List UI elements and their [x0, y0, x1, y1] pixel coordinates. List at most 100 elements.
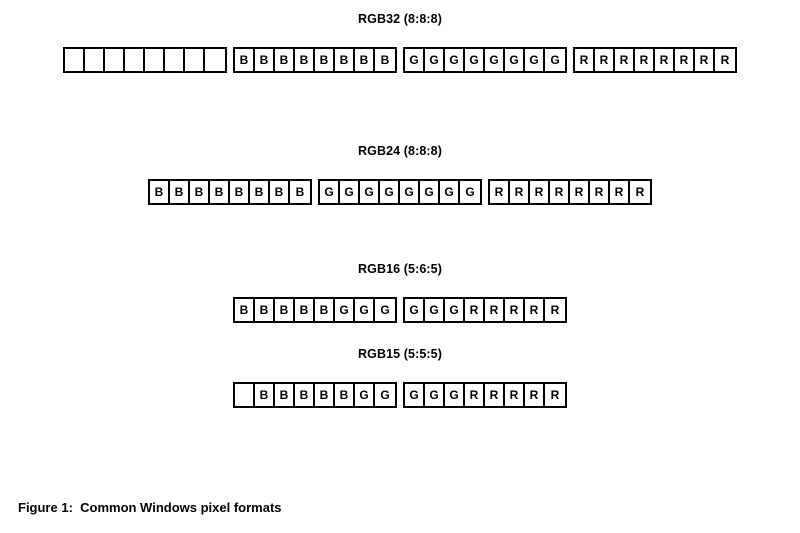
- bit-cell-g: G: [425, 299, 445, 321]
- bit-cell-r: R: [465, 384, 485, 406]
- format-title-rgb15: RGB15 (5:5:5): [358, 347, 442, 361]
- bit-cell-r: R: [485, 299, 505, 321]
- bit-cell-g: G: [420, 181, 440, 203]
- bit-cell-r: R: [510, 181, 530, 203]
- bit-cell-r: R: [655, 49, 675, 71]
- bit-cell-b: B: [295, 49, 315, 71]
- bit-cell-g: G: [360, 181, 380, 203]
- bit-cell-empty: [65, 49, 85, 71]
- bit-cell-r: R: [490, 181, 510, 203]
- bit-cell-b: B: [230, 181, 250, 203]
- bit-cell-b: B: [255, 49, 275, 71]
- bit-cell-g: G: [405, 384, 425, 406]
- bit-cell-g: G: [380, 181, 400, 203]
- bit-cell-g: G: [405, 49, 425, 71]
- bit-cell-g: G: [355, 299, 375, 321]
- bit-cell-g: G: [320, 181, 340, 203]
- bit-cell-r: R: [695, 49, 715, 71]
- bit-cell-g: G: [425, 384, 445, 406]
- bit-cell-empty: [165, 49, 185, 71]
- bit-cell-b: B: [235, 49, 255, 71]
- bit-cell-g: G: [545, 49, 565, 71]
- bit-cell-empty: [235, 384, 255, 406]
- bit-cell-g: G: [485, 49, 505, 71]
- bit-cell-b: B: [275, 299, 295, 321]
- bit-cell-b: B: [255, 299, 275, 321]
- bit-cell-r: R: [505, 299, 525, 321]
- bit-cell-g: G: [340, 181, 360, 203]
- bit-cell-r: R: [615, 49, 635, 71]
- bit-cell-b: B: [235, 299, 255, 321]
- bit-cell-b: B: [315, 299, 335, 321]
- bit-cell-r: R: [485, 384, 505, 406]
- bit-cell-g: G: [375, 384, 395, 406]
- format-title-rgb24: RGB24 (8:8:8): [358, 144, 442, 158]
- bit-cell-g: G: [400, 181, 420, 203]
- bit-cell-g: G: [460, 181, 480, 203]
- bit-cell-r: R: [525, 299, 545, 321]
- bit-cell-r: R: [715, 49, 735, 71]
- bit-cell-r: R: [575, 49, 595, 71]
- bit-cell-b: B: [335, 49, 355, 71]
- bit-cell-r: R: [675, 49, 695, 71]
- bit-cell-g: G: [355, 384, 375, 406]
- bit-cell-empty: [185, 49, 205, 71]
- bit-cell-empty: [105, 49, 125, 71]
- bit-cell-g: G: [505, 49, 525, 71]
- bit-cell-r: R: [505, 384, 525, 406]
- bit-cell-b: B: [255, 384, 275, 406]
- figure-caption: Figure 1: Common Windows pixel formats: [18, 500, 282, 515]
- bit-cell-r: R: [595, 49, 615, 71]
- bit-cell-g: G: [335, 299, 355, 321]
- bit-cell-g: G: [465, 49, 485, 71]
- bit-cell-r: R: [530, 181, 550, 203]
- bit-cell-g: G: [375, 299, 395, 321]
- bit-cell-g: G: [445, 384, 465, 406]
- bit-cell-g: G: [525, 49, 545, 71]
- bit-cell-b: B: [315, 384, 335, 406]
- bit-cell-empty: [205, 49, 225, 71]
- bit-cell-r: R: [635, 49, 655, 71]
- bit-cell-g: G: [405, 299, 425, 321]
- bit-cell-r: R: [630, 181, 650, 203]
- bit-cell-b: B: [290, 181, 310, 203]
- bit-cell-r: R: [610, 181, 630, 203]
- bit-cell-r: R: [465, 299, 485, 321]
- bit-cell-b: B: [170, 181, 190, 203]
- bit-cell-b: B: [210, 181, 230, 203]
- bit-cell-r: R: [550, 181, 570, 203]
- bit-cell-b: B: [150, 181, 170, 203]
- bit-cell-b: B: [250, 181, 270, 203]
- bit-cell-b: B: [190, 181, 210, 203]
- bit-cell-b: B: [315, 49, 335, 71]
- bit-cell-b: B: [275, 384, 295, 406]
- bit-cell-b: B: [295, 384, 315, 406]
- bit-cell-b: B: [270, 181, 290, 203]
- bit-cell-empty: [145, 49, 165, 71]
- bit-cell-r: R: [590, 181, 610, 203]
- bit-cell-b: B: [355, 49, 375, 71]
- bit-cell-r: R: [545, 384, 565, 406]
- bit-cell-b: B: [295, 299, 315, 321]
- bit-cell-g: G: [445, 49, 465, 71]
- bit-cell-b: B: [275, 49, 295, 71]
- bit-cell-g: G: [445, 299, 465, 321]
- format-title-rgb16: RGB16 (5:6:5): [358, 262, 442, 276]
